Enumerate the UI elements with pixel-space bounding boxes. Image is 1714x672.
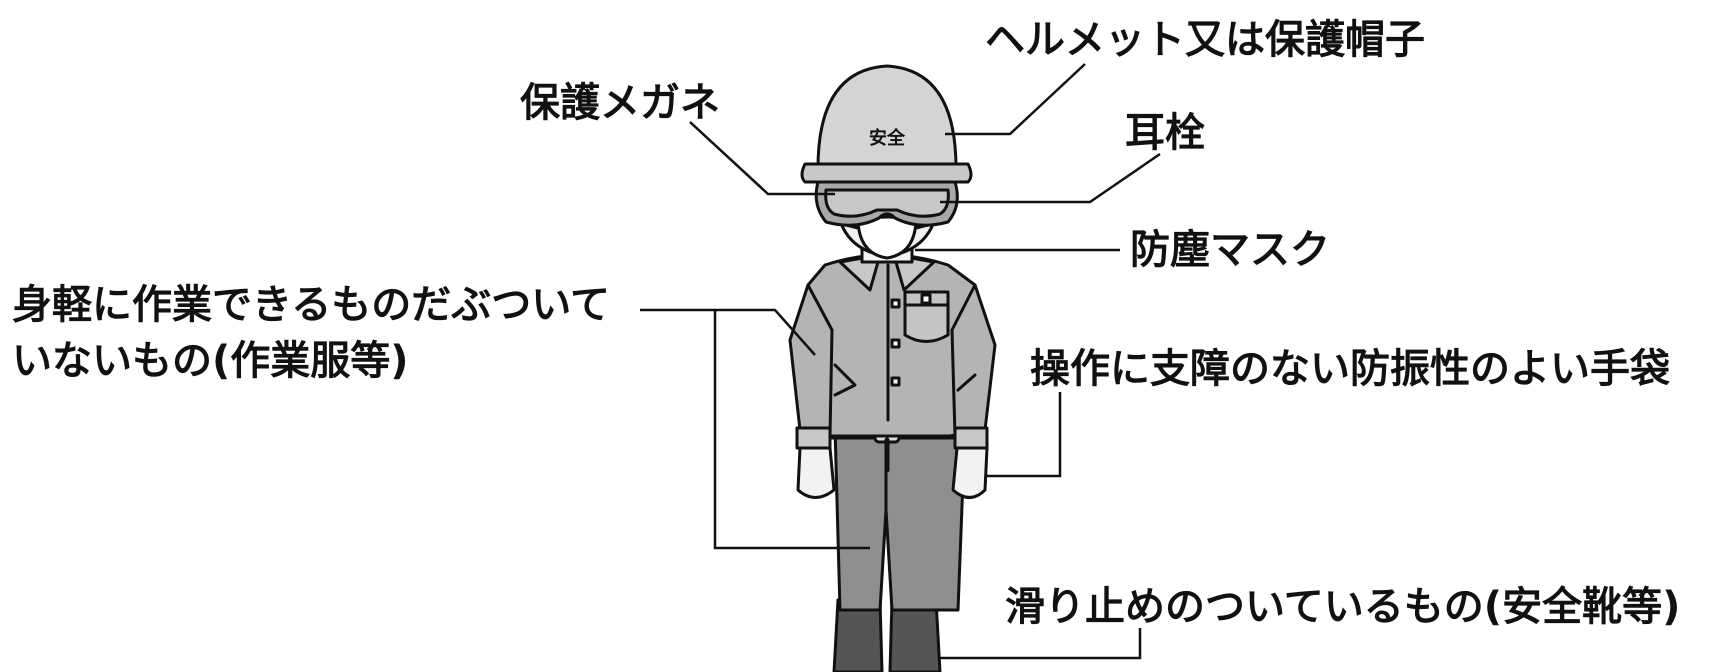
label-goggles: 保護メガネ [520,80,720,126]
safety-boots [832,598,942,672]
gloves [796,446,989,499]
safety-helmet [800,64,973,184]
label-earplug: 耳栓 [1125,110,1205,156]
leader-line-gloves [985,392,1062,478]
leader-line-goggles [689,121,835,196]
label-dust-mask: 防塵マスク [1130,227,1330,273]
pants [833,426,967,612]
leader-line-clothing-pants [713,310,870,550]
leader-line-shoes [940,628,1142,660]
label-clothing-line1: 身軽に作業できるものだぶついて [12,282,610,328]
helmet-text: 安全 [869,127,906,149]
leader-line-helmet [945,63,1086,136]
label-gloves: 操作に支障のない防振性のよい手袋 [1030,346,1670,392]
leader-line-earplug [940,152,1161,204]
label-clothing: 身軽に作業できるものだぶついて いないもの(作業服等) [12,277,610,389]
leader-line-clothing [640,308,816,356]
label-helmet: ヘルメット又は保護帽子 [985,17,1425,63]
shirt [788,253,997,450]
safety-goggles [814,180,959,227]
leader-lines [640,63,1161,660]
label-clothing-line2: いないもの(作業服等) [12,338,409,384]
label-safety-shoes: 滑り止めのついているもの(安全靴等) [1005,584,1681,630]
